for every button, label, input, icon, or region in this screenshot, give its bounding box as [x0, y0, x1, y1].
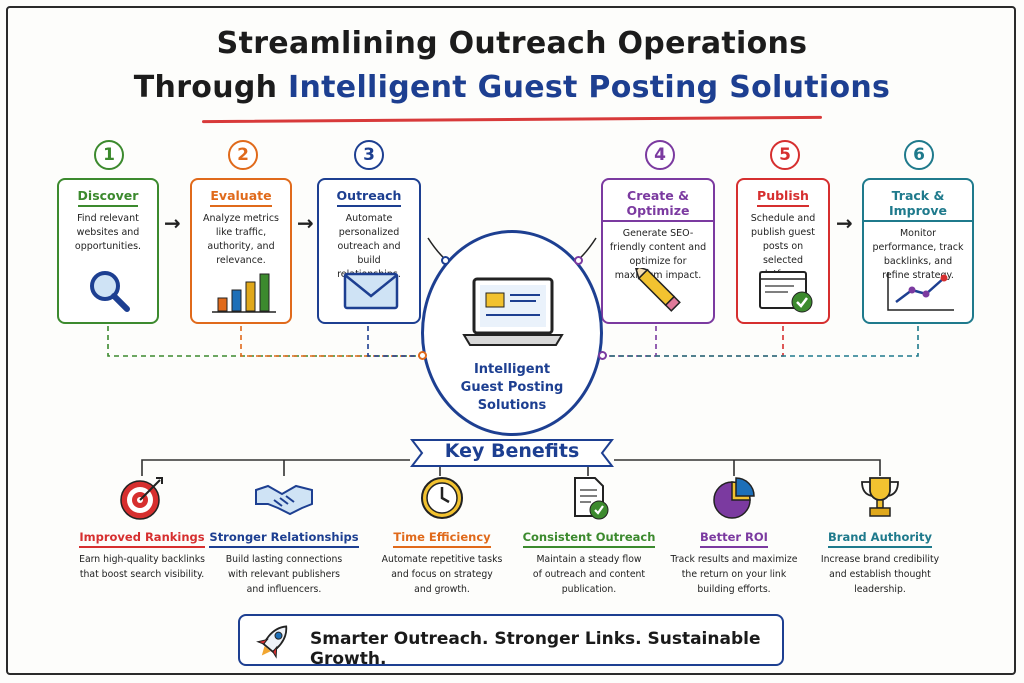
benefit-desc-line: publication.: [561, 584, 617, 595]
hub-label-line-2: Guest Posting: [460, 380, 564, 395]
arrow-right-icon: →: [836, 211, 853, 235]
step-number-3: 3: [354, 140, 384, 170]
title-highlight: Intelligent Guest Posting Solutions: [288, 70, 891, 105]
benefit-desc-line: the return on your link: [681, 569, 787, 580]
benefit-desc-line: that boost search visibility.: [79, 569, 205, 580]
title-line-1: Streamlining Outreach Operations: [216, 26, 808, 61]
benefit-desc-line: and influencers.: [246, 584, 322, 595]
benefit-brand-authority: Brand Authority Increase brand credibili…: [799, 474, 961, 597]
connector-dot: [598, 351, 607, 360]
benefit-title: Time Efficiency: [393, 530, 491, 548]
benefit-description: Automate repetitive tasks and focus on st…: [361, 552, 523, 597]
clock-icon: [421, 477, 463, 519]
hub-label: Intelligent Guest Posting Solutions: [424, 361, 600, 415]
step-card-publish: Publish Schedule and publish guest posts…: [736, 178, 830, 324]
benefit-desc-line: Maintain a steady flow: [536, 554, 642, 565]
benefit-title: Stronger Relationships: [209, 530, 359, 548]
benefit-desc-line: and focus on strategy: [391, 569, 493, 580]
benefit-title: Brand Authority: [828, 530, 932, 548]
step-title: Create & Optimize: [603, 188, 713, 222]
benefit-desc-line: and growth.: [414, 584, 470, 595]
step-card-outreach: Outreach Automate personalized outreach …: [317, 178, 421, 324]
benefit-improved-rankings: Improved Rankings Earn high-quality back…: [61, 474, 223, 582]
benefit-desc-line: Build lasting connections: [225, 554, 343, 565]
benefit-time-efficiency: Time Efficiency Automate repetitive task…: [361, 474, 523, 597]
step-card-evaluate: Evaluate Analyze metrics like traffic, a…: [190, 178, 292, 324]
benefit-desc-line: Automate repetitive tasks: [381, 554, 503, 565]
pencil-icon: [634, 268, 681, 312]
line-graph-icon: [887, 272, 954, 311]
connector-dot: [574, 256, 583, 265]
benefit-title: Better ROI: [700, 530, 768, 548]
ribbon-shape: [410, 439, 614, 467]
benefit-description: Earn high-quality backlinks that boost se…: [61, 552, 223, 582]
step-card-discover: Discover Find relevant websites and oppo…: [57, 178, 159, 324]
tagline-banner: Smarter Outreach. Stronger Links. Sustai…: [238, 614, 784, 669]
step-number-5: 5: [770, 140, 800, 170]
title-prefix: Through: [133, 70, 289, 105]
benefit-stronger-relationships: Stronger Relationships Build lasting con…: [203, 474, 365, 597]
step-description: Analyze metrics like traffic, authority,…: [203, 213, 279, 266]
tagline-text: Smarter Outreach. Stronger Links. Sustai…: [310, 629, 761, 669]
step-description: Find relevant websites and opportunities…: [74, 213, 142, 252]
benefit-description: Maintain a steady flow of outreach and co…: [508, 552, 670, 597]
key-benefits-ribbon: Key Benefits: [410, 436, 614, 470]
page-frame: [6, 6, 1016, 675]
step-title: Discover: [77, 188, 139, 207]
benefit-desc-line: of outreach and content: [532, 569, 646, 580]
browser-check-icon: [759, 271, 813, 313]
connector-dot: [441, 256, 450, 265]
benefit-title: Improved Rankings: [79, 530, 205, 548]
handshake-icon: [255, 484, 313, 516]
step-title: Evaluate: [210, 188, 272, 207]
benefit-description: Track results and maximize the return on …: [653, 552, 815, 597]
step-number-6: 6: [904, 140, 934, 170]
title-line-2: Through Intelligent Guest Posting Soluti…: [0, 70, 1024, 105]
laptop-icon: [462, 277, 564, 346]
benefit-desc-line: Earn high-quality backlinks: [79, 554, 205, 565]
document-check-icon: [574, 477, 609, 520]
arrow-right-icon: →: [297, 211, 314, 235]
benefit-desc-line: leadership.: [854, 584, 906, 595]
benefit-desc-line: with relevant publishers: [228, 569, 340, 580]
rocket-icon: [256, 625, 288, 659]
step-number-4: 4: [645, 140, 675, 170]
step-number-2: 2: [228, 140, 258, 170]
benefit-description: Increase brand credibility and establish …: [799, 552, 961, 597]
benefit-title: Consistent Outreach: [522, 530, 656, 548]
step-card-track-improve: Track & Improve Monitor performance, tra…: [862, 178, 974, 324]
step-description: Generate SEO-friendly content and optimi…: [609, 228, 707, 281]
hub-label-line-1: Intelligent: [473, 362, 551, 377]
benefit-consistent-outreach: Consistent Outreach Maintain a steady fl…: [508, 474, 670, 597]
target-icon: [120, 477, 163, 520]
benefit-better-roi: Better ROI Track results and maximize the…: [653, 474, 815, 597]
arrow-right-icon: →: [164, 211, 181, 235]
benefit-desc-line: Increase brand credibility: [820, 554, 940, 565]
benefit-description: Build lasting connections with relevant p…: [203, 552, 365, 597]
bar-chart-icon: [212, 273, 276, 313]
step-number-1: 1: [94, 140, 124, 170]
benefit-desc-line: Track results and maximize: [670, 554, 798, 565]
trophy-icon: [861, 477, 899, 517]
step-title: Outreach: [336, 188, 402, 207]
connector-dot: [418, 351, 427, 360]
hub-label-line-3: Solutions: [477, 398, 547, 413]
step-card-create-optimize: Create & Optimize Generate SEO-friendly …: [601, 178, 715, 324]
hub-circle: Intelligent Guest Posting Solutions: [421, 230, 603, 436]
pie-chart-icon: [713, 477, 755, 519]
benefit-desc-line: and establish thought: [829, 569, 931, 580]
step-title: Track & Improve: [864, 188, 972, 222]
magnifier-icon: [90, 271, 130, 312]
step-description: Monitor performance, track backlinks, an…: [872, 228, 964, 281]
step-title: Publish: [757, 188, 809, 207]
benefit-desc-line: building efforts.: [697, 584, 771, 595]
envelope-icon: [343, 272, 399, 310]
key-benefits-label: Key Benefits: [444, 440, 580, 462]
